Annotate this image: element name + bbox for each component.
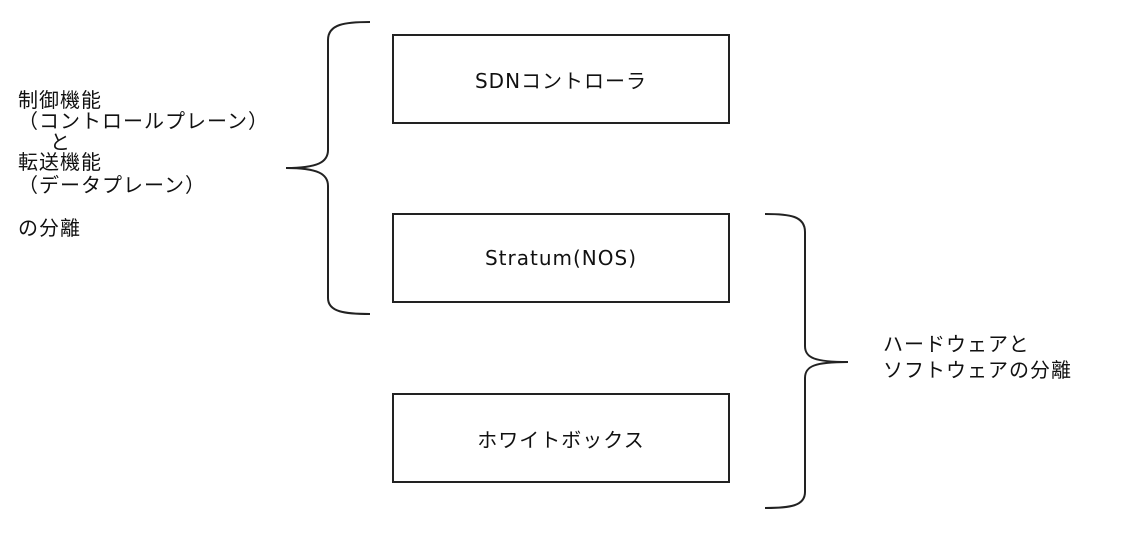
whitebox-label: ホワイトボックス [477, 427, 645, 452]
software-separation-label: ソフトウェアの分離 [883, 358, 1072, 382]
data-plane-label: （データプレーン） [18, 173, 206, 197]
control-plane-label: （コントロールプレーン） [18, 109, 269, 133]
separation-label: の分離 [18, 216, 81, 240]
whitebox-box: ホワイトボックス [392, 393, 730, 483]
and-label: と [50, 130, 71, 154]
left-curly-brace [285, 21, 371, 315]
control-function-label: 制御機能 [18, 88, 102, 112]
sdn-controller-label: SDNコントローラ [474, 68, 648, 93]
right-curly-brace [764, 213, 849, 509]
hardware-and-label: ハードウェアと [883, 332, 1030, 356]
sdn-controller-box: SDNコントローラ [392, 34, 730, 124]
forwarding-function-label: 転送機能 [18, 150, 102, 174]
stratum-nos-box: Stratum(NOS) [392, 213, 730, 303]
stratum-nos-label: Stratum(NOS) [484, 246, 638, 270]
